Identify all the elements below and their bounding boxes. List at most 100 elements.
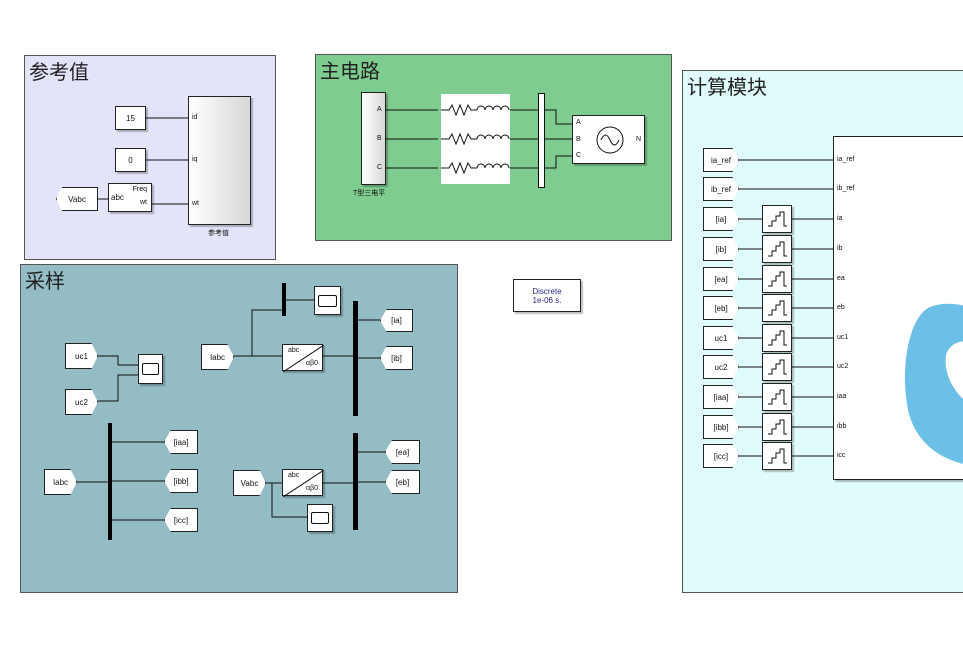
zero-order-hold-icc[interactable]	[762, 442, 792, 470]
staircase-icon	[768, 448, 787, 464]
compute-port-ia_ref: ia_ref	[837, 156, 855, 163]
subsystem-port-id: id	[192, 114, 198, 121]
decorative-blob-graphic	[904, 303, 963, 464]
staircase-icon	[768, 330, 787, 346]
subsystem-port-wt: wt	[192, 200, 199, 207]
uc2-label: uc2	[75, 397, 88, 407]
from-ib_ref-tag[interactable]: ib_ref	[703, 177, 739, 201]
ac-voltage-source-block[interactable]: A B C N	[572, 115, 645, 164]
goto-ibb-label: [ibb]	[173, 476, 189, 486]
from-uc1-tag[interactable]: uc1	[65, 343, 98, 369]
rl-branch-icon	[441, 103, 510, 175]
from-ib-label: [ib]	[715, 244, 727, 254]
demux-bottom-right[interactable]	[353, 433, 358, 530]
pll-wt-label: wt	[140, 199, 147, 206]
from-iabc-tag-top[interactable]: Iabc	[201, 344, 234, 370]
iabc-scope-block[interactable]	[314, 286, 341, 315]
from-ibb-label: [ibb]	[713, 422, 729, 432]
from-icc-tag[interactable]: [icc]	[703, 444, 739, 468]
scope-screen-icon	[142, 363, 159, 375]
transform-diagonal-icon	[283, 470, 324, 497]
from-uc2-tag[interactable]: uc2	[65, 389, 98, 415]
from-ia-tag[interactable]: [ia]	[703, 207, 739, 231]
uc1-label: uc1	[75, 351, 88, 361]
t-type-inverter-block[interactable]: A B C	[361, 92, 386, 185]
goto-icc-tag[interactable]: [icc]	[164, 508, 198, 532]
rl-filter-block[interactable]	[441, 94, 510, 184]
staircase-icon	[768, 241, 787, 257]
main-bus-bar[interactable]	[538, 93, 545, 188]
zero-order-hold-ea[interactable]	[762, 265, 792, 293]
zero-order-hold-eb[interactable]	[762, 294, 792, 322]
iabc-scope-mux[interactable]	[282, 283, 286, 316]
inverter-port-b: B	[377, 135, 382, 142]
goto-ia-tag[interactable]: [ia]	[380, 309, 413, 332]
from-ibb-tag[interactable]: [ibb]	[703, 415, 739, 439]
compute-port-icc: icc	[837, 452, 846, 459]
from-iabc-tag-bottom[interactable]: Iabc	[44, 469, 77, 495]
abc-to-alphabeta-block-top[interactable]: abc αβ0	[282, 344, 324, 372]
inverter-name: T型三电平	[353, 190, 386, 197]
pll-freq-label: Freq	[132, 186, 147, 193]
from-uc2-tag[interactable]: uc2	[703, 355, 739, 379]
from-ea-tag[interactable]: [ea]	[703, 267, 739, 291]
zero-order-hold-ib[interactable]	[762, 235, 792, 263]
constant-0-block[interactable]: 0	[115, 148, 146, 172]
from-vabc-tag[interactable]: Vabc	[56, 187, 98, 211]
from-vabc-label: Vabc	[68, 194, 86, 204]
demux-bottom-left[interactable]	[108, 423, 112, 540]
abc-to-alphabeta-block-bottom[interactable]: abc αβ0	[282, 469, 324, 497]
demux-top[interactable]	[353, 301, 358, 416]
main-circuit-area-title: 主电路	[320, 59, 380, 83]
from-uc1-tag[interactable]: uc1	[703, 326, 739, 350]
from-uc1-label: uc1	[714, 333, 728, 343]
vabc-scope-block[interactable]	[307, 504, 333, 532]
goto-eb-tag[interactable]: [eb]	[385, 470, 420, 494]
zero-order-hold-uc2[interactable]	[762, 353, 792, 381]
goto-ib-tag[interactable]: [ib]	[380, 346, 413, 370]
scope-screen-icon	[311, 512, 329, 524]
goto-ia-label: [ia]	[391, 316, 402, 325]
from-eb-tag[interactable]: [eb]	[703, 296, 739, 320]
zero-order-hold-iaa[interactable]	[762, 383, 792, 411]
zero-order-hold-ibb[interactable]	[762, 413, 792, 441]
constant-15-block[interactable]: 15	[115, 106, 146, 130]
source-port-c: C	[576, 152, 582, 159]
from-ia_ref-tag[interactable]: ia_ref	[703, 148, 739, 172]
powergui-block[interactable]: Discrete 1e-06 s.	[513, 279, 581, 312]
zero-order-hold-uc1[interactable]	[762, 324, 792, 352]
source-neutral-port: N	[635, 136, 641, 143]
inverter-port-c: C	[377, 164, 383, 171]
inverter-port-a: A	[377, 106, 382, 113]
compute-area-title: 计算模块	[687, 75, 767, 99]
staircase-icon	[768, 389, 787, 405]
ab0-label-bottom: αβ0	[306, 485, 318, 492]
staircase-icon	[768, 359, 787, 375]
zero-order-hold-ia[interactable]	[762, 205, 792, 233]
goto-iaa-label: [iaa]	[173, 437, 189, 447]
goto-ibb-tag[interactable]: [ibb]	[164, 469, 198, 493]
iabc-bottom-label: Iabc	[52, 477, 69, 487]
from-ib-tag[interactable]: [ib]	[703, 237, 739, 261]
compute-port-iaa: iaa	[837, 393, 847, 400]
goto-ib-label: [ib]	[391, 353, 402, 363]
powergui-sample-time: 1e-06 s.	[532, 295, 562, 305]
compute-port-ibb: ibb	[837, 423, 847, 430]
from-vabc-tag-sampling[interactable]: Vabc	[233, 470, 266, 496]
goto-iaa-tag[interactable]: [iaa]	[164, 430, 198, 454]
abc-label-bottom: abc	[288, 472, 300, 479]
goto-ea-tag[interactable]: [ea]	[385, 440, 420, 464]
scope-screen-icon	[318, 294, 337, 307]
reference-area-title: 参考值	[29, 60, 89, 84]
from-iaa-tag[interactable]: [iaa]	[703, 385, 739, 409]
reference-subsystem[interactable]: id iq wt	[188, 96, 251, 225]
goto-icc-label: [icc]	[173, 515, 189, 525]
sine-source-icon	[596, 126, 624, 154]
from-iaa-label: [iaa]	[713, 392, 729, 402]
sampling-area-title: 采样	[25, 269, 65, 293]
transform-diagonal-icon	[283, 345, 324, 372]
uc-scope-block[interactable]	[138, 354, 163, 384]
source-port-b: B	[576, 136, 581, 143]
pll-block[interactable]: abc Freq wt	[108, 183, 152, 212]
